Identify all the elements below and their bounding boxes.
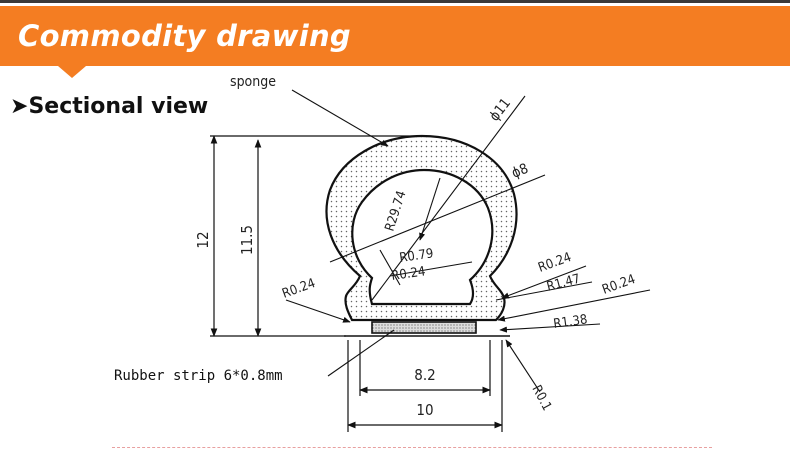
- dim-height-12: 12: [194, 231, 212, 248]
- dim-width-8-2: 8.2: [414, 366, 435, 384]
- profile-body: [325, 134, 518, 322]
- dim-r0-24-inner: R0.24: [390, 264, 426, 284]
- section-title: ➤Sectional view: [10, 94, 208, 119]
- top-border-line: [0, 0, 790, 3]
- section-title-text: Sectional view: [28, 94, 209, 119]
- dim-r0-1: R0.1: [528, 383, 554, 414]
- bottom-dashed-divider: [112, 447, 712, 448]
- dim-phi-11: ϕ11: [487, 95, 515, 124]
- height-dimensions: [210, 135, 420, 337]
- label-rubber-strip: Rubber strip 6*0.8mm: [114, 368, 283, 384]
- dim-r0-24-left: R0.24: [280, 276, 317, 302]
- width-dimensions: [347, 340, 503, 432]
- dim-r1-47: R1.47: [545, 272, 582, 295]
- dim-r0-79: R0.79: [398, 246, 434, 266]
- dim-height-11-5: 11.5: [238, 225, 256, 255]
- banner-notch: [58, 66, 86, 78]
- dim-width-10: 10: [416, 401, 433, 419]
- banner-title: Commodity drawing: [18, 19, 351, 53]
- dim-phi-8: ϕ8: [510, 161, 531, 182]
- label-sponge: sponge: [230, 74, 276, 90]
- dim-r0-24-right-upper: R0.24: [536, 250, 573, 276]
- dim-r1-38: R1.38: [552, 312, 588, 332]
- arrow-right-icon: ➤: [10, 94, 29, 119]
- header-banner: Commodity drawing: [0, 6, 790, 66]
- leader-lines: [285, 89, 651, 393]
- rubber-strip: [371, 321, 477, 334]
